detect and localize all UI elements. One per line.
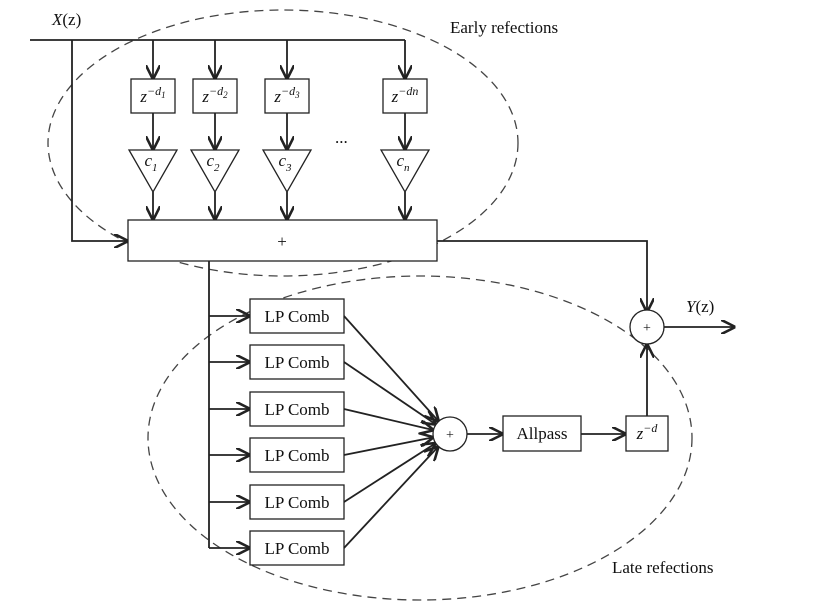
- early-sum-block: [127, 219, 438, 262]
- late-reflections-label: Late refections: [612, 558, 713, 577]
- lp-comb-block: [249, 437, 345, 473]
- comb-to-sum-line: [343, 408, 433, 430]
- comb-filter-bank: LP Comb LP Comb LP Comb LP Comb LP Comb LP Co…: [209, 298, 438, 566]
- comb-to-sum-line: [343, 438, 432, 456]
- gain-triangle: [261, 149, 313, 194]
- gain-label: c3: [278, 151, 292, 174]
- early-reflections-region: [47, 9, 519, 277]
- early-sum-symbol: +: [277, 232, 287, 251]
- input-label: X(z): [51, 10, 81, 29]
- allpass-label: Allpass: [517, 424, 568, 443]
- tap-4: z−dn cn: [379, 40, 431, 219]
- comb-to-sum-line: [343, 444, 435, 503]
- comb-to-sum-line: [343, 315, 438, 421]
- lp-comb-label: LP Comb: [264, 307, 329, 326]
- lp-comb-1: LP Comb: [209, 298, 438, 421]
- lp-comb-block: [249, 298, 345, 334]
- lp-comb-6: LP Comb: [209, 447, 438, 566]
- lp-comb-label: LP Comb: [264, 493, 329, 512]
- lp-comb-3: LP Comb: [209, 391, 433, 430]
- lp-comb-5: LP Comb: [209, 444, 435, 520]
- delay-label: z−d1: [139, 84, 165, 106]
- gain-triangle: [189, 149, 241, 194]
- late-delay-label: z−d: [636, 421, 659, 443]
- tap-2: z−d2 c2: [189, 40, 241, 219]
- delay-label: z−dn: [391, 84, 419, 106]
- tap-3: z−d3 c3: [261, 40, 313, 219]
- gain-label: c2: [206, 151, 220, 174]
- lp-comb-label: LP Comb: [264, 353, 329, 372]
- gain-label: cn: [396, 151, 410, 174]
- gain-triangle: [127, 149, 179, 194]
- early-reflection-taps: z−d1 c1 z−d2 c2 z−d3 c3 z−dn cn: [127, 40, 431, 219]
- gain-label: c1: [144, 151, 157, 174]
- gain-triangle: [379, 149, 431, 194]
- output-sum-symbol: +: [643, 321, 651, 336]
- lp-comb-label: LP Comb: [264, 539, 329, 558]
- early-to-output-path: [437, 240, 647, 311]
- lp-comb-label: LP Comb: [264, 400, 329, 419]
- delay-label: z−d3: [273, 84, 300, 106]
- lp-comb-2: LP Comb: [209, 344, 435, 424]
- lp-comb-label: LP Comb: [264, 446, 329, 465]
- delay-block: [130, 78, 176, 114]
- comb-to-sum-line: [343, 447, 438, 549]
- taps-ellipsis: ...: [335, 128, 348, 147]
- tap-1: z−d1 c1: [127, 40, 179, 219]
- delay-block: [264, 78, 310, 114]
- late-reflections-region: [147, 275, 693, 601]
- lp-comb-block: [249, 391, 345, 427]
- output-label: Y(z): [686, 297, 714, 316]
- late-sum-symbol: +: [446, 428, 454, 443]
- comb-to-sum-line: [343, 361, 435, 424]
- lp-comb-block: [249, 530, 345, 566]
- lp-comb-4: LP Comb: [209, 438, 432, 473]
- input-direct-path: [71, 40, 127, 241]
- late-delay-block: [625, 415, 669, 452]
- delay-label: z−d2: [201, 84, 228, 106]
- lp-comb-block: [249, 344, 345, 380]
- early-reflections-label: Early refections: [450, 18, 558, 37]
